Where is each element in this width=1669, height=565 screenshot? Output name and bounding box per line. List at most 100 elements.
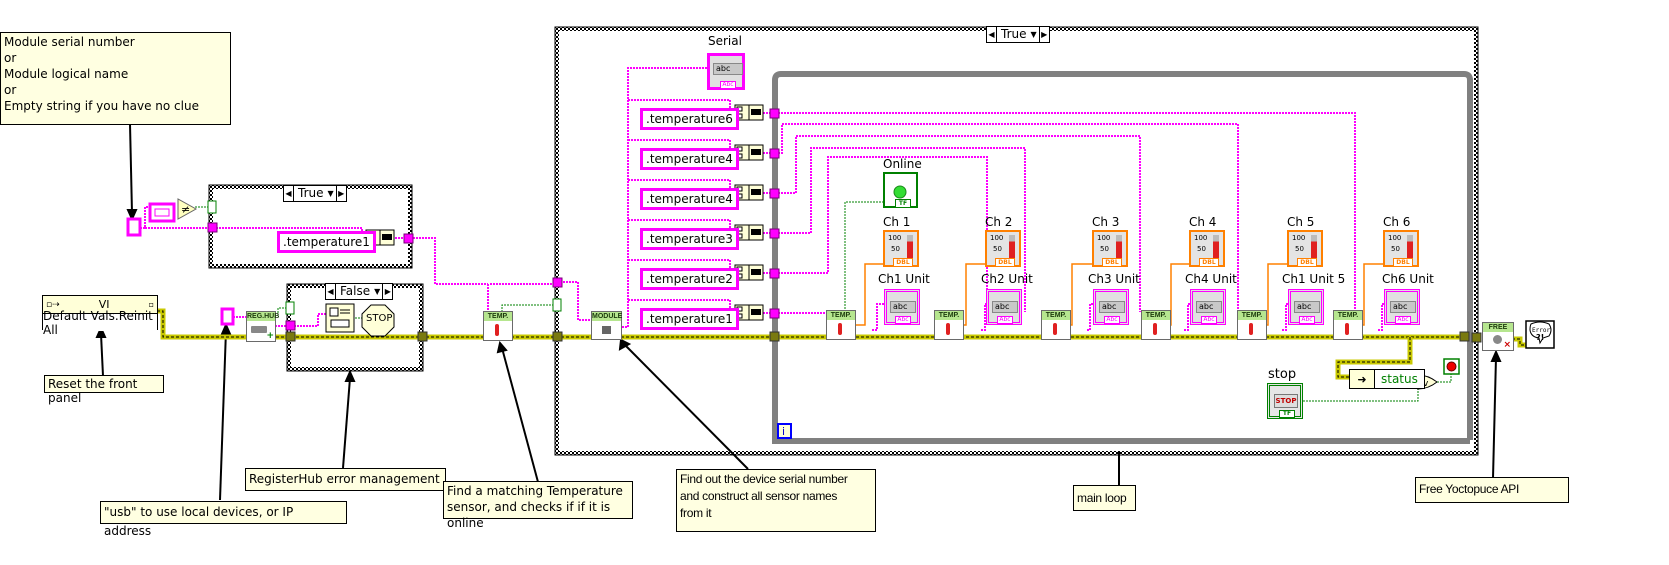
increment-case-icon[interactable]: ▶ bbox=[1038, 27, 1049, 42]
online-indicator[interactable]: TF bbox=[883, 172, 918, 208]
case-selector-name-check[interactable]: ◀ True ▼ ▶ bbox=[283, 185, 347, 202]
thermo-fill bbox=[907, 235, 913, 261]
svg-text:?!: ?! bbox=[1536, 333, 1544, 342]
concatenate-strings-node bbox=[734, 184, 764, 201]
dbl-type-tag: DBL bbox=[995, 258, 1015, 267]
thermometer-icon bbox=[946, 323, 950, 335]
abc-type-tag: Abc bbox=[997, 316, 1013, 324]
bug-icon bbox=[1493, 335, 1502, 344]
comment-free-api: Free Yoctopuce API bbox=[1415, 477, 1569, 503]
unbundle-by-name-status: ➜ status bbox=[1349, 369, 1425, 389]
channel-indicator-label: Ch 3 bbox=[1092, 215, 1120, 229]
string-constant-suffix: .temperature4 bbox=[640, 148, 739, 170]
comment-find-serial: Find out the device serial number and co… bbox=[676, 469, 876, 532]
thermometer-icon bbox=[1345, 323, 1349, 335]
concatenate-strings-node bbox=[734, 304, 764, 321]
thermo-fill bbox=[1116, 235, 1122, 261]
abc-type-tag: Abc bbox=[1104, 316, 1120, 324]
channel-indicator-label: Ch 2 bbox=[985, 215, 1013, 229]
serial-type-tag: Abc bbox=[720, 81, 736, 89]
string-constant-suffix: .temperature1 bbox=[640, 308, 739, 330]
abc-field: abc bbox=[1390, 301, 1416, 313]
scale-50: 50 bbox=[1197, 245, 1206, 253]
loop-iteration-label: i bbox=[782, 425, 785, 438]
invoke-method-label: Default Vals.Reinit All bbox=[43, 309, 157, 337]
thermometer-icon bbox=[1249, 323, 1253, 335]
channel-indicator-label: Ch 5 bbox=[1287, 215, 1315, 229]
unit-indicator-label: Ch6 Unit bbox=[1382, 272, 1434, 286]
comment-registerhub-error: RegisterHub error management bbox=[245, 468, 446, 491]
thermo-fill bbox=[1311, 235, 1317, 261]
loop-iteration-terminal bbox=[777, 423, 792, 439]
comment-reset-panel: Reset the front panel bbox=[44, 375, 164, 405]
case-selector-main[interactable]: ◀ True ▼ ▶ bbox=[986, 26, 1050, 43]
module-string-control[interactable] bbox=[126, 217, 142, 237]
case-dropdown-icon[interactable]: ▼ bbox=[327, 189, 334, 198]
increment-case-icon[interactable]: ▶ bbox=[382, 284, 392, 299]
dbl-type-tag: DBL bbox=[1199, 258, 1219, 267]
scale-100: 100 bbox=[888, 234, 902, 242]
case-dropdown-icon[interactable]: ▼ bbox=[374, 287, 381, 296]
comment-main-loop: main loop bbox=[1073, 485, 1136, 511]
svg-text:Error: Error bbox=[1532, 327, 1550, 334]
abc-field: abc bbox=[1099, 301, 1125, 313]
chip-icon bbox=[602, 326, 611, 334]
unit-indicator-label: Ch4 Unit bbox=[1185, 272, 1237, 286]
usb-plug-icon bbox=[251, 326, 267, 333]
scale-50: 50 bbox=[1295, 245, 1304, 253]
channel-indicator-label: Ch 1 bbox=[883, 215, 911, 229]
online-led-icon bbox=[893, 185, 907, 199]
thermometer-icon bbox=[838, 323, 842, 335]
scale-100: 100 bbox=[1097, 234, 1111, 242]
scale-50: 50 bbox=[891, 245, 900, 253]
string-constant-suffix: .temperature3 bbox=[640, 228, 739, 250]
decrement-case-icon[interactable]: ◀ bbox=[326, 284, 336, 299]
stop-button-control[interactable]: STOP TF bbox=[1267, 383, 1303, 419]
abc-type-tag: Abc bbox=[1395, 316, 1411, 324]
error-wire bbox=[157, 308, 1526, 380]
thermo-fill bbox=[1407, 235, 1413, 261]
dbl-type-tag: DBL bbox=[1393, 258, 1413, 267]
abc-field: abc bbox=[992, 301, 1018, 313]
thermometer-icon bbox=[1053, 323, 1057, 335]
case-selector-registerhub-error[interactable]: ◀ False ▼ ▶ bbox=[325, 283, 394, 300]
unit-indicator-label: Ch3 Unit bbox=[1088, 272, 1140, 286]
concatenate-strings-node bbox=[734, 144, 764, 161]
increment-case-icon[interactable]: ▶ bbox=[335, 186, 346, 201]
decrement-case-icon[interactable]: ◀ bbox=[987, 27, 997, 42]
scale-100: 100 bbox=[1194, 234, 1208, 242]
serial-indicator[interactable]: abc Abc bbox=[707, 53, 745, 90]
usb-string-control[interactable] bbox=[220, 307, 235, 326]
simple-error-handler: Error ?! bbox=[1525, 320, 1555, 349]
not-equal-node: ≠ bbox=[177, 198, 198, 220]
thermo-fill bbox=[1213, 235, 1219, 261]
concatenate-strings-node bbox=[734, 224, 764, 241]
unbundle-arrow-icon: ➜ bbox=[1350, 370, 1375, 388]
stop-control-label: stop bbox=[1268, 367, 1297, 382]
invoke-class-label: VI bbox=[98, 298, 110, 311]
serial-abc-field: abc bbox=[713, 63, 743, 75]
error-dialog-node bbox=[325, 303, 355, 333]
string-constant-suffix: .temperature2 bbox=[640, 268, 739, 290]
decrement-case-icon[interactable]: ◀ bbox=[284, 186, 294, 201]
scale-50: 50 bbox=[993, 245, 1002, 253]
delete-x-icon: × bbox=[1503, 340, 1511, 350]
scale-100: 100 bbox=[1388, 234, 1402, 242]
stop-node bbox=[361, 304, 395, 337]
unit-indicator-label: Ch1 Unit bbox=[878, 272, 930, 286]
case-dropdown-icon[interactable]: ▼ bbox=[1030, 30, 1037, 39]
abc-field: abc bbox=[1196, 301, 1222, 313]
tunnels bbox=[207, 108, 1482, 343]
